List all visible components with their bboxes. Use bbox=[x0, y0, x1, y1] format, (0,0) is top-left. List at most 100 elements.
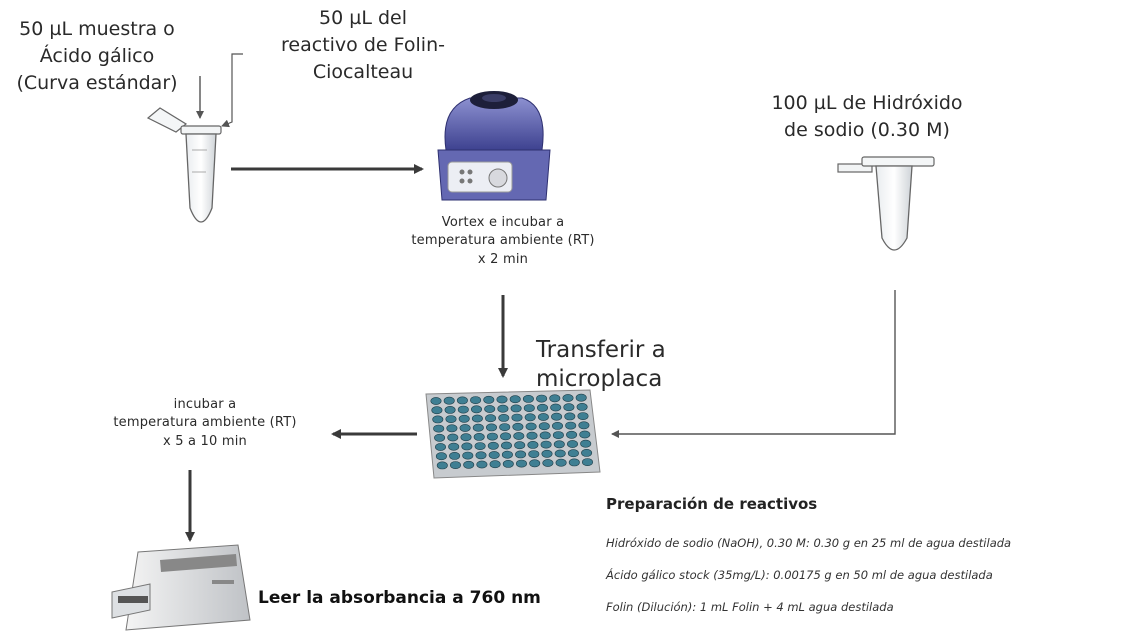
plate-well bbox=[551, 412, 563, 421]
plate-well bbox=[449, 461, 461, 469]
sample-label-line2: Ácido gálico bbox=[39, 44, 155, 67]
plate-well bbox=[537, 413, 549, 421]
plate-well bbox=[500, 441, 512, 450]
plate-well bbox=[513, 432, 525, 440]
plate-well bbox=[463, 460, 475, 469]
plate-well bbox=[536, 394, 548, 403]
vortex-label: Vortex e incubar a temperatura ambiente … bbox=[368, 214, 638, 269]
incubate-label-line3: x 5 a 10 min bbox=[163, 433, 247, 449]
plate-well bbox=[472, 423, 484, 432]
naoh-label-line1: 100 µL de Hidróxido bbox=[771, 92, 963, 114]
sample-tube-icon bbox=[146, 107, 222, 223]
plate-well bbox=[555, 458, 567, 467]
naoh-label-line2: de sodio (0.30 M) bbox=[784, 118, 950, 141]
plate-well bbox=[483, 395, 495, 404]
plate-well bbox=[566, 440, 578, 448]
plate-well bbox=[565, 421, 577, 430]
plate-well bbox=[581, 458, 593, 466]
naoh-tube-icon bbox=[837, 156, 935, 251]
folin-label-line1: 50 µL del bbox=[319, 7, 407, 29]
plate-well bbox=[489, 460, 501, 469]
folin-pointer bbox=[221, 53, 243, 128]
plate-well bbox=[515, 459, 527, 468]
plate-well bbox=[576, 402, 588, 411]
plate-well bbox=[445, 415, 457, 423]
plate-well bbox=[568, 458, 580, 467]
plate-well bbox=[514, 441, 526, 450]
plate-well bbox=[485, 423, 497, 432]
plate-well bbox=[512, 422, 524, 431]
plate-well bbox=[577, 412, 589, 420]
plate-well bbox=[501, 450, 513, 459]
plate-well bbox=[431, 406, 443, 415]
reagent-item: Ácido gálico stock (35mg/L): 0.00175 g e… bbox=[606, 568, 993, 582]
sample-label-line1: 50 µL muestra o bbox=[19, 18, 175, 40]
plate-well bbox=[511, 413, 523, 422]
incubate-label-line2: temperatura ambiente (RT) bbox=[113, 415, 297, 431]
plate-well bbox=[524, 413, 536, 422]
plate-well bbox=[498, 413, 510, 422]
plate-well bbox=[462, 451, 474, 460]
plate-well bbox=[434, 433, 446, 442]
reagent-item: Folin (Dilución): 1 mL Folin + 4 mL agua… bbox=[606, 600, 894, 614]
transfer-label-line1: Transferir a bbox=[536, 337, 666, 363]
plate-well bbox=[554, 449, 566, 458]
plate-well bbox=[564, 412, 576, 421]
folin-label-line2: reactivo de Folin- bbox=[281, 33, 445, 56]
plate-well bbox=[474, 442, 486, 450]
plate-well bbox=[523, 404, 535, 412]
naoh-to-plate-line bbox=[611, 290, 896, 438]
plate-well bbox=[538, 422, 550, 431]
plate-well bbox=[528, 450, 540, 458]
plate-well bbox=[529, 459, 541, 468]
transfer-label-line2: microplaca bbox=[536, 365, 663, 392]
plate-well bbox=[562, 394, 574, 402]
reagent-item: Hidróxido de sodio (NaOH), 0.30 M: 0.30 … bbox=[606, 536, 1012, 550]
plate-well bbox=[496, 395, 508, 404]
vortex-label-line3: x 2 min bbox=[477, 251, 529, 267]
plate-well bbox=[488, 451, 500, 459]
plate-well bbox=[446, 424, 458, 433]
plate-well bbox=[484, 405, 496, 413]
plate-well bbox=[575, 393, 587, 402]
plate-well bbox=[566, 430, 578, 439]
plate-well bbox=[550, 403, 562, 412]
folin-label-line3: Ciocalteau bbox=[312, 60, 414, 83]
plate-well bbox=[499, 423, 511, 431]
plate-well bbox=[540, 440, 552, 449]
plate-well bbox=[515, 450, 527, 459]
plate-well bbox=[522, 394, 534, 403]
plate-well bbox=[580, 439, 592, 448]
plate-well bbox=[536, 403, 548, 412]
plate-well bbox=[473, 432, 485, 441]
incubate-label: incubar a temperatura ambiente (RT) x 5 … bbox=[70, 396, 340, 451]
plate-well bbox=[430, 397, 442, 405]
plate-well bbox=[475, 451, 487, 460]
folin-label: 50 µL del reactivo de Folin- Ciocalteau bbox=[258, 5, 468, 86]
plate-well bbox=[447, 433, 459, 442]
microplate-icon bbox=[425, 389, 601, 479]
plate-well bbox=[434, 443, 446, 451]
plate-well bbox=[525, 422, 537, 431]
transfer-label: Transferir a microplaca bbox=[536, 336, 706, 394]
plate-well bbox=[578, 421, 590, 430]
naoh-label: 100 µL de Hidróxido de sodio (0.30 M) bbox=[752, 90, 982, 144]
incubate-label-line1: incubar a bbox=[173, 397, 237, 412]
plate-well bbox=[563, 403, 575, 412]
plate-well bbox=[497, 404, 509, 413]
plate-well bbox=[460, 433, 472, 442]
plate-well bbox=[470, 405, 482, 414]
reagents-heading: Preparación de reactivos bbox=[606, 495, 818, 513]
plate-well bbox=[448, 442, 460, 451]
plate-well bbox=[443, 396, 455, 405]
plate-well bbox=[549, 394, 561, 403]
plate-well bbox=[581, 448, 593, 457]
plate-well bbox=[471, 414, 483, 423]
vortex-label-line2: temperatura ambiente (RT) bbox=[411, 233, 595, 249]
plate-well bbox=[526, 431, 538, 440]
plate-well bbox=[527, 440, 539, 449]
plate-well bbox=[500, 432, 512, 441]
plate-well bbox=[485, 414, 497, 423]
vortex-label-line1: Vortex e incubar a bbox=[441, 215, 565, 230]
plate-well bbox=[553, 440, 565, 449]
